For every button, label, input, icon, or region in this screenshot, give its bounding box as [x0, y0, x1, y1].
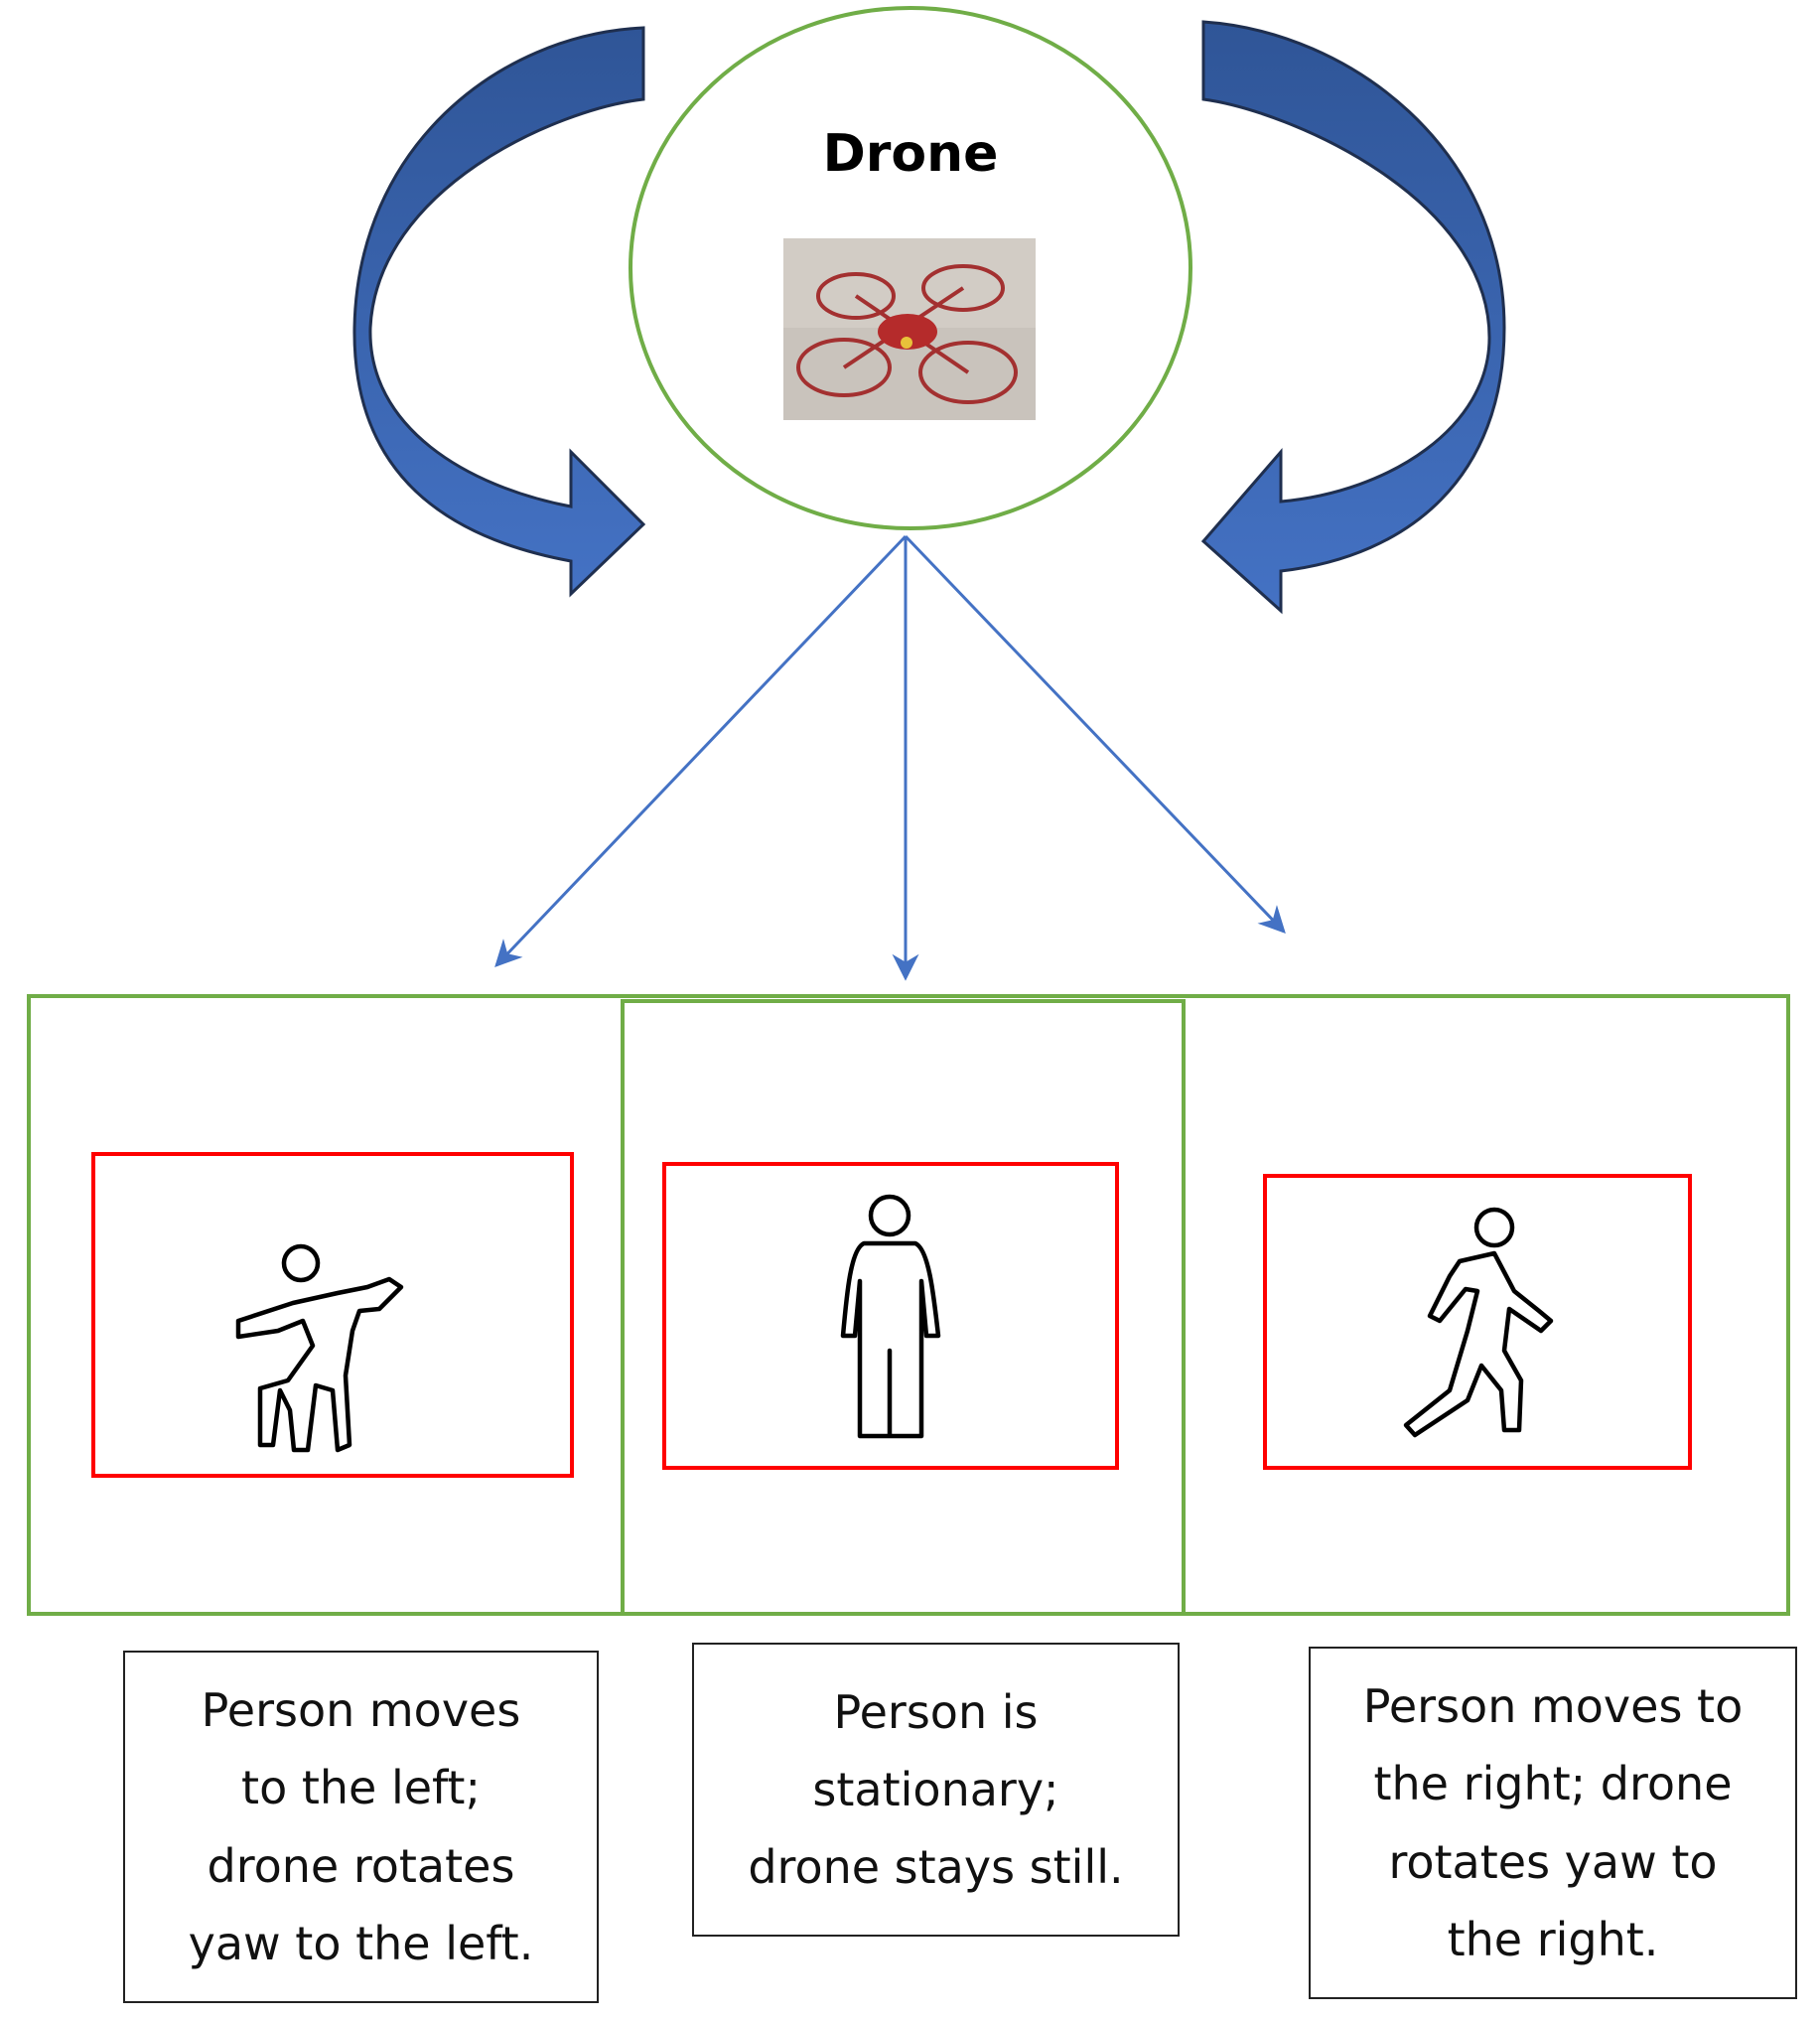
caption-line: drone stays still. [748, 1840, 1124, 1895]
caption-line: yaw to the left. [188, 1916, 534, 1970]
caption-line: the right. [1447, 1912, 1659, 1966]
caption-line: drone rotates [207, 1838, 515, 1893]
walking-person-icon [1403, 1207, 1554, 1438]
left-curved-arrow [352, 26, 646, 598]
caption-line: to the left; [241, 1761, 481, 1815]
caption-line: stationary; [812, 1762, 1059, 1816]
caption-line: the right; drone [1373, 1757, 1733, 1811]
arrow-to-right [904, 534, 1286, 934]
caption-line: Person moves [201, 1683, 521, 1738]
caption-left: Person moves to the left; drone rotates … [123, 1651, 599, 2003]
red-box-left [91, 1152, 574, 1478]
arrow-to-left [494, 534, 908, 967]
frame-center [621, 999, 1186, 1616]
caption-right: Person moves to the right; drone rotates… [1309, 1647, 1797, 1999]
red-box-center [662, 1162, 1119, 1470]
caption-line: Person moves to [1362, 1679, 1744, 1734]
caption-line: rotates yaw to [1388, 1834, 1718, 1889]
caption-center: Person is stationary; drone stays still. [692, 1643, 1180, 1937]
standing-person-icon [840, 1194, 941, 1439]
caption-line: Person is [833, 1684, 1039, 1739]
drone-photo [783, 238, 1036, 420]
dancing-person-icon [235, 1243, 404, 1453]
drone-title: Drone [823, 124, 999, 184]
red-box-right [1263, 1174, 1692, 1470]
right-curved-arrow [1200, 20, 1506, 615]
